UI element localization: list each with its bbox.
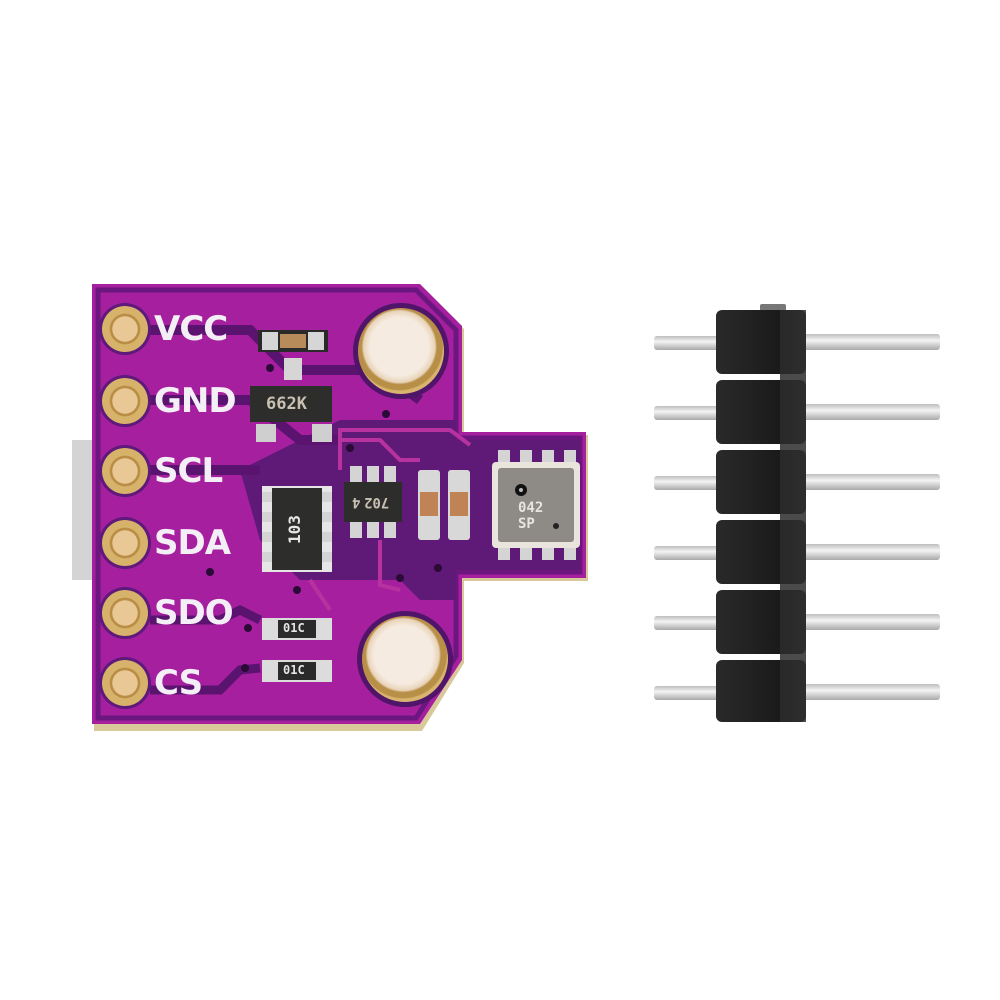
label-gnd: GND xyxy=(154,381,237,421)
label-sda: SDA xyxy=(154,523,231,563)
pin-pad-scl xyxy=(102,448,148,494)
level-shifter-marking: 702 xyxy=(364,494,390,510)
label-scl: SCL xyxy=(154,451,223,491)
label-vcc: VCC xyxy=(154,309,228,349)
resistor-2-marking: 01C xyxy=(283,663,305,677)
pin-pad-gnd xyxy=(102,378,148,424)
regulator-marking: 662K xyxy=(266,394,307,414)
pin-pad-sdo xyxy=(102,590,148,636)
pin-pad-sda xyxy=(102,520,148,566)
pin-pad-cs xyxy=(102,660,148,706)
resistor-array-marking: 103 xyxy=(284,515,304,544)
sensor-marking-line1: 042 xyxy=(518,500,544,516)
pin-pad-vcc xyxy=(102,306,148,352)
mounting-hole-bottom xyxy=(362,616,448,702)
resistor-1-marking: 01C xyxy=(283,621,305,635)
label-cs: CS xyxy=(154,663,203,703)
label-sdo: SDO xyxy=(154,593,234,633)
pin-header xyxy=(654,304,940,722)
sensor-marking-line2: SP xyxy=(518,516,535,532)
level-shifter-suffix: 4 xyxy=(352,494,361,510)
mounting-hole-top xyxy=(358,308,444,394)
